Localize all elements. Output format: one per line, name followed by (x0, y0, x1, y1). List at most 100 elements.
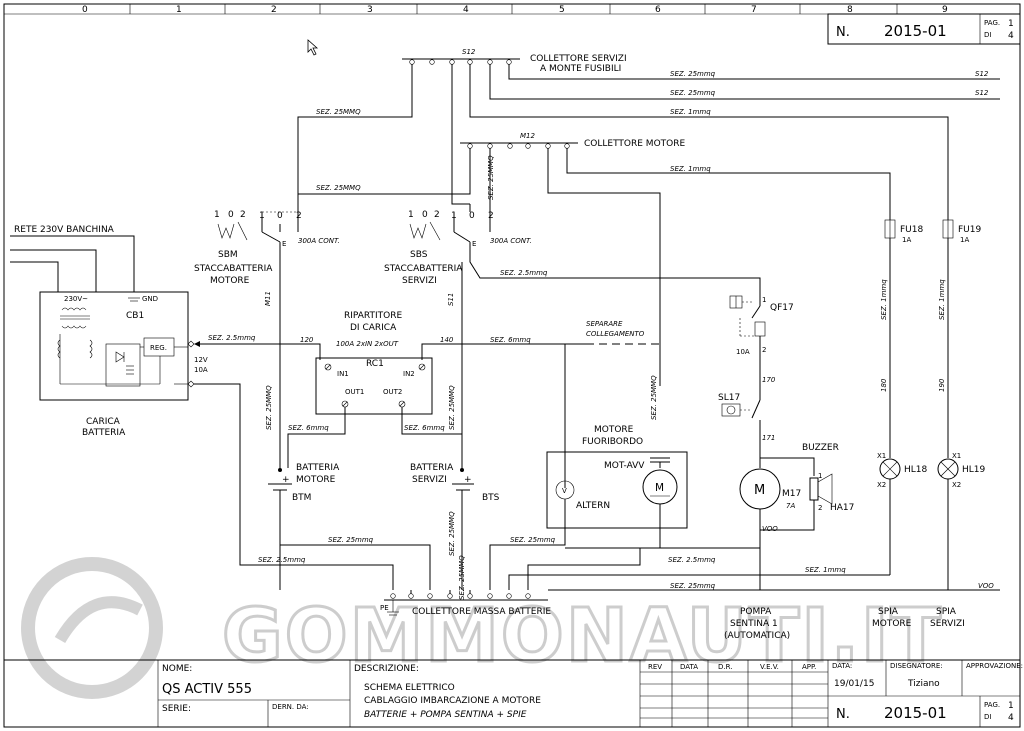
bts-name-2: SERVIZI (412, 475, 447, 485)
wire-lamp18-to-ground (508, 574, 890, 590)
qf17-tag: QF17 (770, 303, 794, 313)
svg-text:1A: 1A (902, 236, 911, 244)
svg-text:SEZ. 25MMQ: SEZ. 25MMQ (316, 108, 361, 116)
svg-text:S12: S12 (975, 89, 989, 97)
motor-bus-label: COLLETTORE MOTORE (584, 139, 685, 149)
rc1-tag: RC1 (366, 359, 384, 369)
svg-text:E: E (282, 240, 286, 248)
wire-altern-to-ground (489, 499, 566, 590)
svg-text:MOTORE: MOTORE (594, 425, 634, 435)
svg-text:0: 0 (422, 210, 428, 220)
svg-text:RIPARTITORE: RIPARTITORE (344, 311, 403, 321)
svg-text:0: 0 (228, 210, 234, 220)
svg-text:0: 0 (277, 211, 283, 221)
mains-input: RETE 230V BANCHINA (10, 225, 135, 292)
svg-text:OUT1: OUT1 (345, 388, 364, 396)
fu19-fuse: FU19 1A (942, 219, 981, 244)
svg-text:D.R.: D.R. (718, 663, 732, 671)
svg-text:SEZ. 2.5mmq: SEZ. 2.5mmq (208, 334, 256, 342)
col-3: 3 (367, 5, 373, 15)
wire-rc1-out1 (287, 407, 346, 468)
designer-name: Tiziano (907, 679, 940, 689)
fu19-tag: FU19 (958, 225, 981, 235)
watermark-text: GOMMONAUTI.IT (222, 593, 943, 679)
svg-text:SEZ. 25mmq: SEZ. 25mmq (670, 582, 716, 590)
btm-name-1: BATTERIA (296, 463, 340, 473)
ha17-buzzer: BUZZER 1 2 HA17 (802, 443, 854, 513)
svg-text:10A: 10A (194, 366, 208, 374)
svg-text:SEZ. 1mmq: SEZ. 1mmq (670, 165, 711, 173)
fu18-fuse: FU18 1A (884, 219, 923, 244)
title-block: NOME: QS ACTIV 555 SERIE: DERN. DA: DESC… (3, 659, 1023, 728)
sbs-name-2: SERVIZI (402, 276, 437, 286)
sbm-switch: 1 0 2 1 0 2 E 300A CONT. SBM STACCABATTE… (194, 210, 340, 286)
col-1: 1 (176, 5, 182, 15)
sbm-tag: SBM (218, 250, 238, 260)
svg-text:DI CARICA: DI CARICA (350, 323, 397, 333)
sbm-name-2: MOTORE (210, 276, 250, 286)
svg-text:7A: 7A (786, 502, 795, 510)
svg-text:SEZ. 1mmq: SEZ. 1mmq (670, 108, 711, 116)
svg-text:V: V (562, 487, 567, 495)
svg-text:170: 170 (762, 376, 776, 384)
svg-text:SEZ. 6mmq: SEZ. 6mmq (404, 424, 445, 432)
svg-text:X2: X2 (952, 481, 961, 489)
svg-text:REG.: REG. (150, 344, 167, 352)
svg-text:M11: M11 (264, 291, 272, 306)
svg-text:S11: S11 (447, 293, 455, 306)
sl17-tag: SL17 (718, 393, 740, 403)
svg-text:SEZ. 1mmq: SEZ. 1mmq (805, 566, 846, 574)
svg-text:DATA:: DATA: (832, 662, 852, 670)
mains-label: RETE 230V BANCHINA (14, 225, 115, 235)
wire-m12-to-fu18 (566, 148, 891, 220)
svg-text:SEZ. 6mmq: SEZ. 6mmq (490, 336, 531, 344)
svg-text:DERN. DA:: DERN. DA: (272, 703, 309, 711)
col-9: 9 (942, 5, 948, 15)
svg-text:SEZ. 2.5mmq: SEZ. 2.5mmq (258, 556, 306, 564)
bts-tag: BTS (482, 493, 500, 503)
services-bus: S12 COLLETTORE SERVIZI A MONTE FUSIBILI (402, 48, 627, 74)
description-2: CABLAGGIO IMBARCAZIONE A MOTORE (364, 696, 541, 706)
wire-s12-out2 (489, 64, 1000, 100)
svg-text:V.E.V.: V.E.V. (760, 663, 779, 671)
svg-text:SEZ. 25MMQ: SEZ. 25MMQ (448, 511, 456, 556)
outboard-motor: MOTORE FUORIBORDO MOT-AVV V ALTERN M (546, 425, 688, 529)
col-8: 8 (847, 5, 853, 15)
hl19-lamp: X1 X2 HL19 (937, 452, 986, 489)
mouse-cursor-icon (307, 39, 319, 56)
svg-text:SEZ. 25MMQ: SEZ. 25MMQ (487, 155, 495, 200)
wire-s12-to-sbs (451, 64, 470, 205)
svg-text:SEZ. 2.5mmq: SEZ. 2.5mmq (500, 269, 548, 277)
svg-text:0: 0 (469, 211, 475, 221)
svg-text:140: 140 (440, 336, 454, 344)
svg-text:SEZ. 25MMQ: SEZ. 25MMQ (265, 385, 273, 430)
doc-number-bottom: 2015-01 (884, 704, 947, 722)
wire-sbs-to-qf17 (469, 250, 761, 298)
svg-text:SEZ. 25MMQ: SEZ. 25MMQ (650, 375, 658, 420)
wire-s12-to-sbm (297, 64, 413, 212)
qf17-breaker: 1 2 QF17 10A (729, 295, 794, 356)
svg-text:300A CONT.: 300A CONT. (490, 237, 532, 245)
svg-text:DI: DI (984, 31, 991, 39)
svg-text:120: 120 (300, 336, 314, 344)
svg-text:2: 2 (818, 504, 822, 512)
svg-text:PAG.: PAG. (984, 701, 1000, 709)
wire-m12-to-motor (547, 148, 661, 386)
svg-text:DATA: DATA (680, 663, 698, 671)
svg-text:S12: S12 (975, 70, 989, 78)
description-1: SCHEMA ELETTRICO (364, 683, 455, 693)
svg-text:SEZ. 1mmq: SEZ. 1mmq (938, 279, 946, 320)
services-bus-tag: S12 (462, 48, 476, 56)
svg-text:DI: DI (984, 713, 991, 721)
col-7: 7 (751, 5, 757, 15)
svg-text:1: 1 (1008, 19, 1014, 29)
sbs-name-1: STACCABATTERIA (384, 264, 463, 274)
svg-text:4: 4 (1008, 31, 1014, 41)
hl19-tag: HL19 (962, 465, 986, 475)
svg-text:10A: 10A (736, 348, 750, 356)
wire-rc1-out2 (401, 407, 462, 435)
wire-s12-out1 (508, 64, 1000, 80)
wire-rc1-to-alternator (421, 343, 586, 360)
svg-text:SEZ. 25mmq: SEZ. 25mmq (670, 70, 716, 78)
